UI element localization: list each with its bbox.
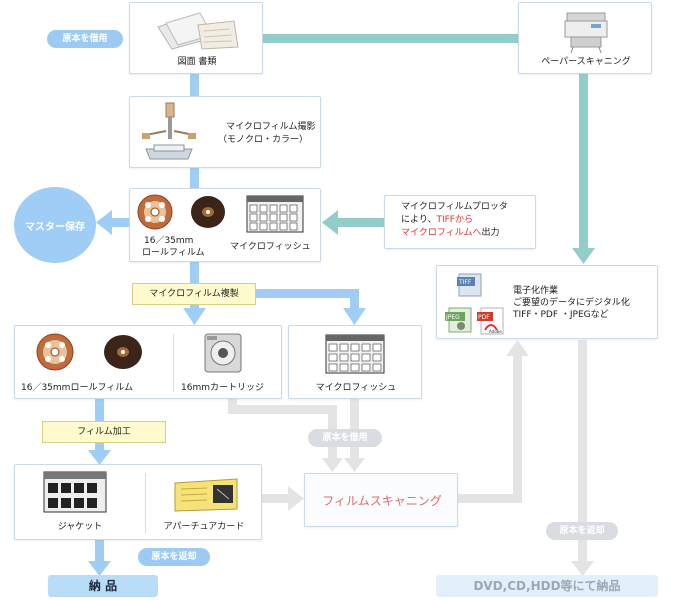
arrow-gray-cart-h [228, 405, 335, 414]
jacket-label: ジャケット [57, 522, 103, 532]
arrow-proc-down [95, 443, 104, 451]
aperture-card-icon [174, 478, 238, 512]
film-scanning-box: フィルムスキャニング [304, 473, 458, 527]
film-roll-icon [191, 196, 225, 228]
adobe-icon-text: Adobe [489, 329, 502, 334]
plotter-note-box: マイクロフィルムプロッタ により、TIFFから マイクロフィルムへ出力 [384, 195, 536, 249]
microfiche-icon [246, 195, 304, 233]
row2-divider [173, 334, 174, 392]
film-scanning-label: フィルムスキャニング [322, 494, 442, 508]
arrow-proc-head [88, 450, 111, 465]
camera-stand-icon [142, 102, 196, 160]
arrow-gray-digit-head [571, 561, 594, 576]
tiff-file-icon: TIFF [457, 273, 482, 297]
arrow-jacket-head [88, 561, 111, 576]
roll-film-microfiche-box: 16／35mm ロールフィルム マイクロフィッシュ [129, 188, 321, 262]
arrow-plotter-head [322, 210, 338, 235]
arrow-gray-right-head [344, 458, 365, 472]
microfilm-shoot-sublabel: （モノクロ・カラー） [218, 135, 309, 145]
digital-delivery-box: DVD,CD,HDD等にて納品 [436, 575, 658, 597]
plotter-line-3-suffix: 出力 [481, 228, 500, 238]
scanner-icon [564, 12, 608, 53]
arrow-paperscan-head [572, 248, 595, 264]
digitize-line-1: 電子化作業 [513, 286, 559, 296]
arrow-dup-right-head [343, 308, 366, 325]
plotter-line-1: マイクロフィルムプロッタ [401, 202, 508, 212]
plotter-line-2-prefix: により、 [401, 215, 437, 225]
digitize-box: TIFF JPEG PDF Adobe 電子化作業 ご要望のデータにデジタル化 … [436, 265, 658, 339]
borrow-original-badge-2: 原本を借用 [308, 429, 382, 447]
film-reel-icon [137, 194, 173, 230]
arrow-jacket-down [95, 540, 104, 562]
arrow-plotter-shaft [336, 218, 384, 227]
return-original-badge-2: 原本を返却 [546, 522, 618, 540]
drawings-docs-box: 図面 書類 [129, 2, 263, 74]
roll-film-label-1: 16／35mm [144, 236, 194, 246]
plotter-line-2-red: TIFFから [436, 215, 473, 225]
row3-divider [145, 473, 146, 533]
arrow-docs-down [190, 74, 199, 96]
arrow-master-shaft [110, 218, 130, 227]
arrow-gray-scan-head [506, 340, 529, 356]
plotter-line-3: マイクロフィルムへ出力 [401, 227, 499, 239]
arrow-dup-right-v [350, 289, 359, 309]
jpeg-file-icon: JPEG [445, 307, 472, 333]
roll-film-label-2: ロールフィルム [142, 248, 205, 258]
roll-film-combined-label: 16／35mmロールフィルム [21, 383, 134, 393]
microfiche-label-2: マイクロフィッシュ [315, 383, 397, 393]
arrow-paperscan-down [579, 74, 588, 250]
microfilm-dup-tag: マイクロフィルム複製 [132, 283, 256, 305]
arrow-dup-left-head [183, 308, 206, 325]
arrow-gray-aperture-head [288, 486, 304, 511]
documents-icon [157, 12, 239, 50]
arrow-master-head [96, 210, 112, 235]
pdf-file-icon: PDF Adobe [477, 307, 504, 335]
cartridge-icon [204, 333, 242, 373]
plotter-line-2: により、TIFFから [401, 214, 473, 226]
arrow-dup-right-h [255, 289, 357, 298]
plotter-line-3-red: マイクロフィルムへ [401, 228, 482, 238]
digitize-line-2: ご要望のデータにデジタル化 [513, 298, 630, 308]
film-reel-icon-2 [36, 333, 74, 371]
pdf-icon-text: PDF [478, 314, 490, 321]
roll-film-cartridge-box: 16／35mmロールフィルム 16mmカートリッジ [14, 325, 282, 399]
film-roll-icon-2 [104, 335, 142, 369]
arrow-gray-aperture [262, 494, 290, 503]
return-original-badge: 原本を返却 [138, 548, 210, 566]
arrow-roll2-down [95, 399, 104, 421]
digitize-line-3: TIFF・PDF ・JPEGなど [513, 310, 609, 320]
cartridge-label: 16mmカートリッジ [181, 383, 264, 393]
paper-scanning-box: ペーパースキャニング [518, 2, 652, 74]
arrow-shoot-down [190, 168, 199, 188]
delivery-box: 納 品 [48, 575, 158, 597]
arrow-gray-left-head [322, 458, 343, 472]
arrow-gray-digit-down [578, 340, 587, 562]
jpeg-icon-text: JPEG [445, 314, 460, 321]
film-processing-tag: フィルム加工 [42, 421, 166, 443]
paper-scanning-label: ペーパースキャニング [541, 57, 631, 67]
microfiche-label: マイクロフィッシュ [230, 242, 311, 252]
microfiche-icon-2 [325, 334, 385, 374]
aperture-card-label: アパーチュアカード [163, 522, 245, 532]
master-storage-circle: マスター保存 [14, 187, 96, 263]
jacket-aperture-box: ジャケット アパーチュアカード [14, 464, 262, 540]
arrow-docs-to-paperscan [263, 34, 519, 43]
microfilm-shoot-box: マイクロフィルム撮影 （モノクロ・カラー） [129, 96, 321, 168]
microfilm-shoot-label: マイクロフィルム撮影 [226, 122, 316, 132]
jacket-icon [43, 471, 107, 513]
master-storage-label: マスター保存 [25, 222, 85, 233]
microfiche-box-2: マイクロフィッシュ [288, 325, 422, 399]
drawings-docs-label: 図面 書類 [177, 57, 217, 67]
arrow-gray-scan-v [513, 352, 522, 503]
tiff-icon-text: TIFF [458, 279, 472, 286]
borrow-original-badge: 原本を借用 [47, 30, 123, 48]
arrow-gray-scan-h [458, 494, 522, 503]
